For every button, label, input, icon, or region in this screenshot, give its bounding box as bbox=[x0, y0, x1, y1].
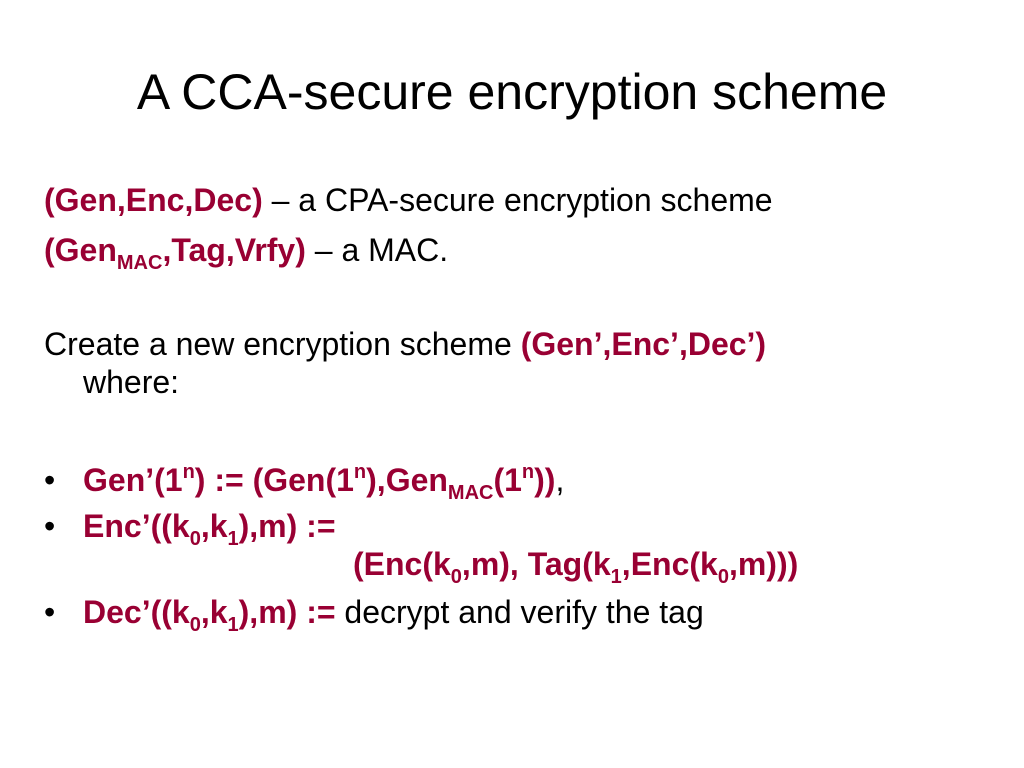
slide-title: A CCA-secure encryption scheme bbox=[136, 64, 888, 120]
scheme-cpa-line: (Gen,Enc,Dec) – a CPA-secure encryption … bbox=[44, 181, 773, 219]
new-scheme-paragraph-cont: where: bbox=[83, 364, 180, 400]
new-scheme-paragraph: Create a new encryption scheme (Gen’,Enc… bbox=[44, 326, 767, 362]
scheme-mac-line: (GenMAC,Tag,Vrfy) – a MAC. bbox=[44, 231, 449, 274]
enc-bullet: Enc’((k0,k1),m) := bbox=[83, 508, 336, 550]
cpa-scheme-name: (Gen,Enc,Dec) bbox=[44, 182, 263, 218]
dec-bullet: Dec’((k0,k1),m) := decrypt and verify th… bbox=[83, 594, 704, 636]
enc-bullet-cont: (Enc(k0,m), Tag(k1,Enc(k0,m))) bbox=[353, 546, 799, 588]
cpa-scheme-desc: – a CPA-secure encryption scheme bbox=[262, 182, 773, 218]
mac-scheme-desc: – a MAC. bbox=[305, 232, 449, 268]
new-scheme-name: (Gen’,Enc’,Dec’) bbox=[520, 326, 767, 362]
bullet-dot: • bbox=[44, 508, 56, 544]
gen-bullet: Gen’(1n) := (Gen(1n),GenMAC(1n)), bbox=[83, 461, 565, 504]
bullet-dot: • bbox=[44, 462, 56, 498]
mac-scheme-name: (GenMAC,Tag,Vrfy) bbox=[44, 232, 306, 274]
bullet-dot: • bbox=[44, 594, 56, 630]
